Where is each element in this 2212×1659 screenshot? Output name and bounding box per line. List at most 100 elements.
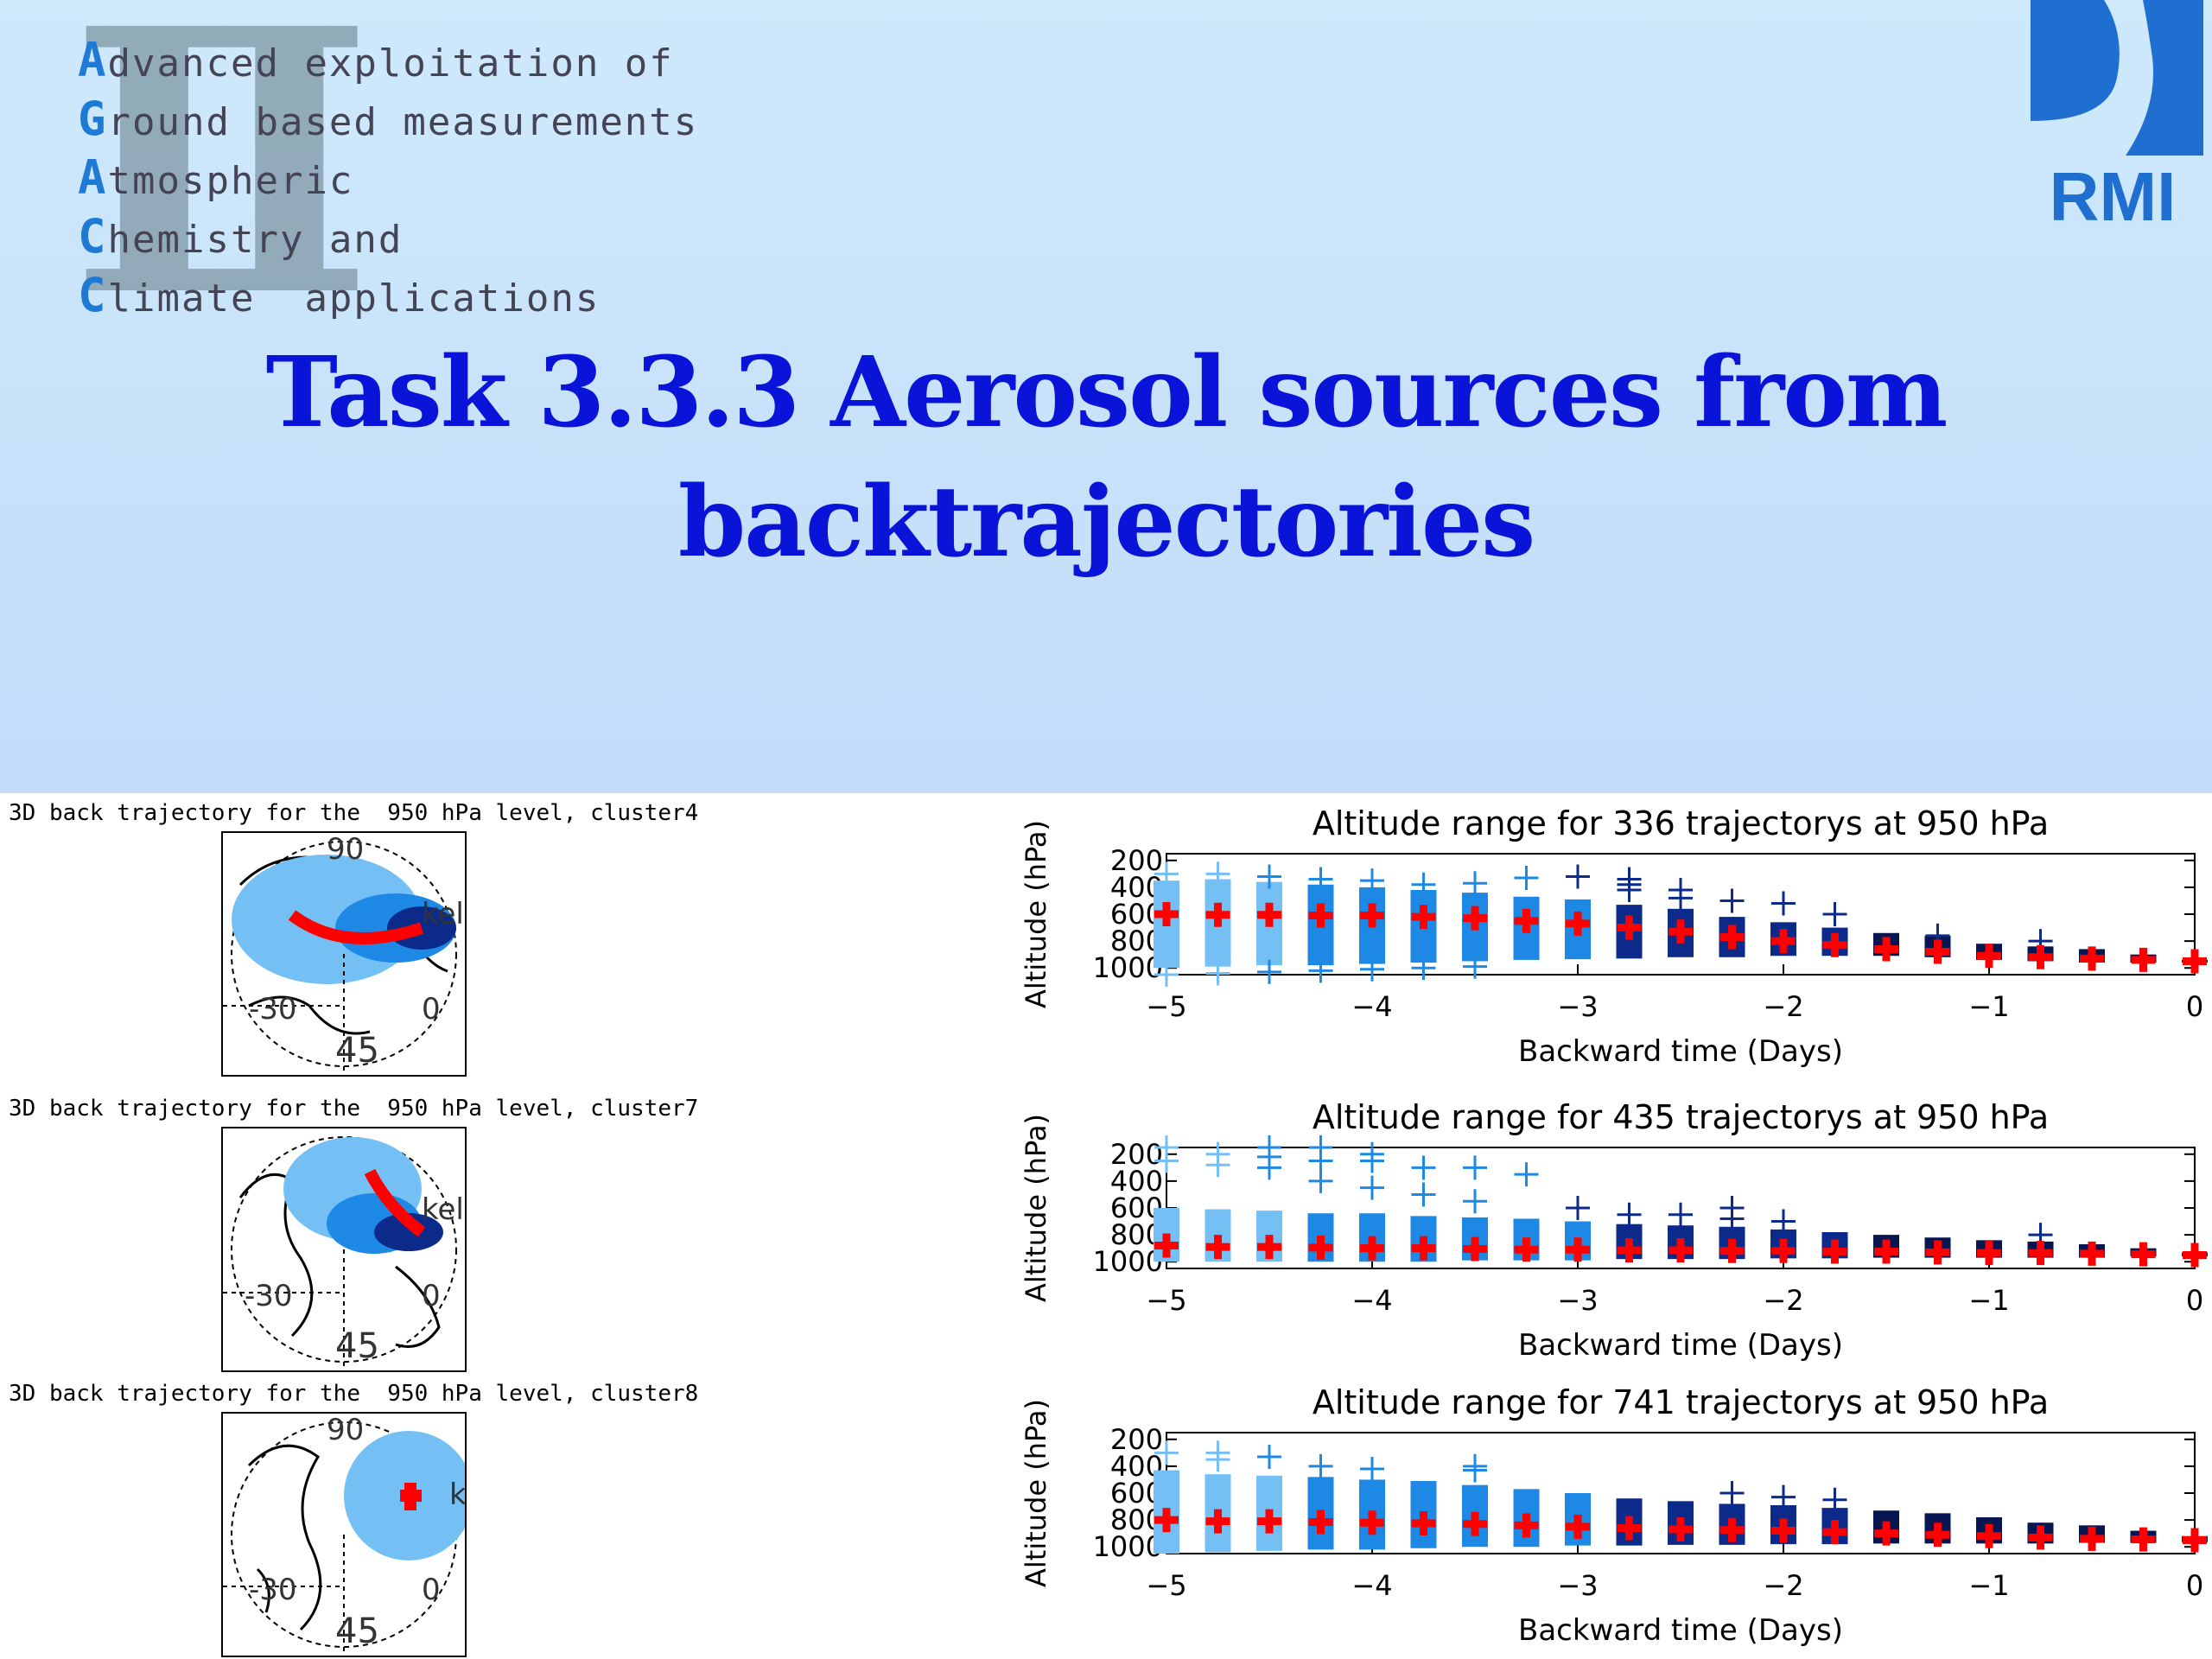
median-marker — [1977, 944, 2001, 969]
svg-text:90: 90 — [327, 833, 364, 867]
outlier-point — [1669, 886, 1693, 911]
outlier-point — [1822, 902, 1847, 926]
chart-title: Altitude range for 336 trajectorys at 95… — [1313, 804, 2049, 842]
x-tick-label: −1 — [1968, 1569, 2009, 1602]
y-axis-label: Altitude (hPa) — [1020, 1114, 1052, 1302]
x-tick-label: −3 — [1557, 1284, 1598, 1317]
outlier-point — [1411, 956, 1436, 981]
median-marker — [1257, 902, 1281, 927]
median-marker — [2183, 949, 2207, 974]
svg-text:-30: -30 — [249, 1573, 297, 1607]
median-marker — [1925, 939, 1950, 964]
outlier-point — [1205, 861, 1230, 887]
median-marker — [1822, 1520, 1847, 1545]
outlier-point — [1411, 1182, 1436, 1207]
median-marker — [2028, 944, 2053, 969]
outlier-point — [1154, 861, 1179, 887]
map-cluster7-svg: kel -30 0 45 — [223, 1136, 464, 1370]
outlier-point — [1154, 963, 1179, 987]
outlier-point — [1154, 1440, 1179, 1465]
x-axis-label: Backward time (Days) — [1518, 1328, 1843, 1363]
svg-text:-30: -30 — [245, 1279, 293, 1313]
x-tick-label: −1 — [1968, 1284, 2009, 1317]
median-marker — [1154, 1233, 1179, 1258]
outlier-point — [1360, 1148, 1384, 1173]
y-tick-label: 400 — [1110, 1165, 1163, 1198]
outlier-point — [1514, 866, 1539, 890]
svg-text:RMI: RMI — [2050, 158, 2177, 229]
y-tick-label: 200 — [1110, 1138, 1163, 1171]
median-marker — [1308, 903, 1333, 928]
x-tick-label: −1 — [1968, 990, 2009, 1023]
median-marker — [1360, 903, 1384, 928]
y-axis-label: Altitude (hPa) — [1020, 1399, 1052, 1587]
outlier-point — [1308, 867, 1333, 892]
median-marker — [1411, 1511, 1436, 1535]
outlier-point — [1257, 864, 1281, 889]
median-marker — [1617, 1238, 1642, 1262]
median-marker — [1566, 1237, 1590, 1262]
svg-text:45: 45 — [335, 1611, 379, 1651]
x-tick-label: −5 — [1146, 990, 1186, 1023]
median-marker — [1514, 908, 1539, 933]
outlier-point — [1205, 1447, 1230, 1472]
svg-text:kel: kel — [422, 1192, 464, 1227]
outlier-point — [1719, 1206, 1745, 1231]
logo-line: Chemistry and — [78, 209, 404, 264]
svg-text:0: 0 — [422, 1573, 441, 1607]
median-marker — [1719, 1238, 1745, 1263]
median-marker — [2028, 1525, 2053, 1550]
outlier-point — [1617, 1202, 1642, 1227]
median-marker — [1925, 1522, 1950, 1548]
outlier-point — [1257, 1445, 1281, 1469]
median-marker — [1669, 1238, 1693, 1262]
outlier-point — [1617, 878, 1642, 902]
outlier-point — [1463, 1189, 1487, 1214]
median-marker — [2183, 1528, 2207, 1553]
median-marker — [2080, 1526, 2104, 1551]
median-marker — [1925, 1240, 1950, 1265]
outlier-point — [1822, 1487, 1847, 1512]
median-marker — [1977, 1241, 2001, 1266]
outlier-point — [1771, 1484, 1796, 1510]
x-tick-label: −4 — [1351, 1284, 1392, 1317]
x-tick-label: 0 — [2186, 990, 2203, 1023]
median-marker — [2131, 1527, 2156, 1552]
x-tick-label: −2 — [1763, 990, 1803, 1023]
slide-title: Task 3.3.3 Aerosol sources from backtraj… — [0, 328, 2212, 588]
svg-text:45: 45 — [335, 1326, 379, 1366]
median-marker — [1463, 1511, 1487, 1536]
median-marker — [1411, 905, 1436, 930]
median-marker — [1514, 1237, 1539, 1262]
outlier-point — [1411, 872, 1436, 897]
svg-text:0: 0 — [422, 992, 441, 1027]
median-marker — [2131, 947, 2156, 972]
median-marker — [1360, 1510, 1384, 1535]
outlier-point — [1308, 1168, 1333, 1193]
x-tick-label: −2 — [1763, 1284, 1803, 1317]
outlier-point — [1360, 1175, 1384, 1200]
median-marker — [1771, 1518, 1796, 1543]
logo-watermark: II — [69, 0, 374, 377]
aggac-logo: II Advanced exploitation of Ground based… — [69, 0, 709, 377]
median-marker — [1514, 1513, 1539, 1538]
x-tick-label: 0 — [2186, 1569, 2203, 1602]
median-marker — [1566, 911, 1590, 936]
median-marker — [2080, 1241, 2104, 1266]
outlier-point — [1463, 954, 1487, 979]
logo-line: Advanced exploitation of — [78, 33, 674, 87]
x-tick-label: −4 — [1351, 990, 1392, 1023]
x-tick-label: 0 — [2186, 1284, 2203, 1317]
y-axis-label: Altitude (hPa) — [1020, 820, 1052, 1008]
altitude-chart-435: Altitude range for 435 trajectorys at 95… — [1020, 1098, 2208, 1363]
chart-title: Altitude range for 435 trajectorys at 95… — [1313, 1098, 2049, 1136]
median-marker — [1822, 932, 1847, 957]
median-marker — [1822, 1239, 1847, 1264]
outlier-point — [1205, 961, 1230, 986]
y-tick-label: 200 — [1110, 844, 1163, 877]
outlier-point — [1411, 1155, 1436, 1180]
outlier-point — [1205, 1153, 1230, 1178]
logo-text-lines: Advanced exploitation of Ground based me… — [78, 33, 698, 327]
map-cluster8: 90 kel -30 0 45 — [221, 1412, 467, 1657]
logo-line: Climate applications — [78, 268, 601, 322]
